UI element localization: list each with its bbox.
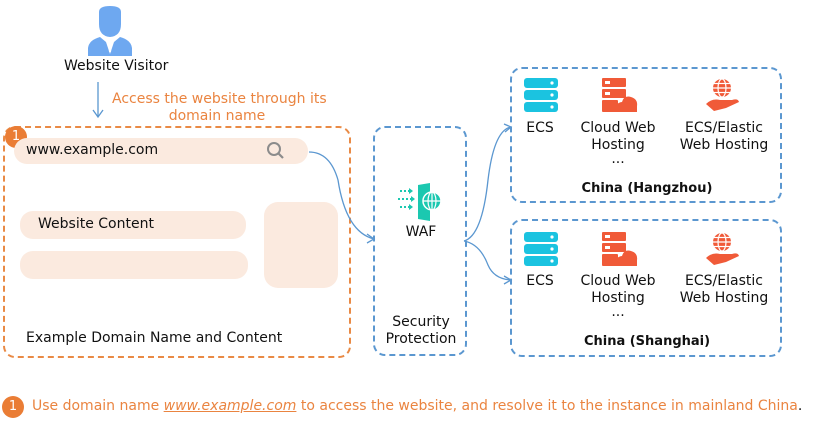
example-box-caption: Example Domain Name and Content bbox=[26, 330, 283, 346]
search-input-value[interactable]: www.example.com bbox=[26, 142, 159, 158]
footnote-suffix: to access the website, and resolve it to… bbox=[296, 398, 798, 414]
waf-icon bbox=[398, 183, 444, 225]
label-line: Hosting bbox=[591, 290, 645, 306]
region-name-hangzhou: China (Hangzhou) bbox=[581, 181, 713, 196]
footnote-period: . bbox=[797, 398, 803, 414]
label-line: ECS/Elastic bbox=[685, 120, 763, 136]
globe-hand-icon bbox=[704, 78, 740, 116]
access-note: Access the website through its domain na… bbox=[112, 91, 327, 125]
server-icon bbox=[524, 232, 558, 270]
search-icon[interactable] bbox=[266, 141, 286, 165]
arrowhead bbox=[92, 109, 104, 119]
footnote-badge: 1 bbox=[2, 396, 24, 418]
content-placeholder-block bbox=[264, 202, 338, 288]
search-bar[interactable]: www.example.com bbox=[14, 138, 308, 164]
footnote-prefix: Use domain name bbox=[32, 398, 164, 414]
server-icon bbox=[524, 78, 558, 116]
label-line: ECS/Elastic bbox=[685, 273, 763, 289]
footnote-text: Use domain name www.example.com to acces… bbox=[32, 398, 802, 414]
content-placeholder-bar bbox=[20, 251, 248, 279]
label-line: Hosting bbox=[591, 137, 645, 153]
access-note-line2: domain name bbox=[168, 108, 266, 124]
region-box-shanghai bbox=[510, 219, 782, 357]
label-line: Web Hosting bbox=[679, 290, 769, 306]
label-ellipsis: ... bbox=[611, 304, 625, 320]
service-label-ecs-sh: ECS bbox=[526, 273, 554, 289]
service-label-cloud-hosting-hz: Cloud Web Hosting ... bbox=[572, 120, 664, 167]
label-line: Cloud Web bbox=[580, 120, 656, 136]
service-label-elastic-hosting-sh: ECS/Elastic Web Hosting bbox=[676, 273, 772, 307]
waf-caption-line2: Protection bbox=[385, 331, 457, 347]
label-ellipsis: ... bbox=[611, 151, 625, 167]
waf-caption: Security Protection bbox=[376, 314, 466, 348]
service-label-cloud-hosting-sh: Cloud Web Hosting ... bbox=[572, 273, 664, 320]
footnote-domain-link[interactable]: www.example.com bbox=[163, 398, 297, 414]
cloud-server-icon bbox=[602, 232, 638, 270]
globe-hand-icon bbox=[704, 232, 740, 270]
region-name-shanghai: China (Shanghai) bbox=[583, 334, 711, 349]
website-content-bar: Website Content bbox=[20, 211, 246, 239]
website-content-label: Website Content bbox=[38, 216, 154, 232]
waf-to-shanghai-connector bbox=[463, 240, 512, 281]
visitor-label: Website Visitor bbox=[64, 58, 169, 74]
example-domain-box bbox=[3, 126, 351, 358]
person-icon bbox=[80, 4, 140, 56]
waf-to-hangzhou-connector bbox=[463, 126, 512, 242]
access-note-line1: Access the website through its bbox=[112, 91, 327, 107]
waf-label: WAF bbox=[405, 224, 437, 240]
label-line: Web Hosting bbox=[679, 137, 769, 153]
service-label-elastic-hosting-hz: ECS/Elastic Web Hosting bbox=[676, 120, 772, 154]
cloud-server-icon bbox=[602, 78, 638, 116]
service-label-ecs-hz: ECS bbox=[526, 120, 554, 136]
label-line: Cloud Web bbox=[580, 273, 656, 289]
waf-caption-line1: Security bbox=[392, 314, 450, 330]
